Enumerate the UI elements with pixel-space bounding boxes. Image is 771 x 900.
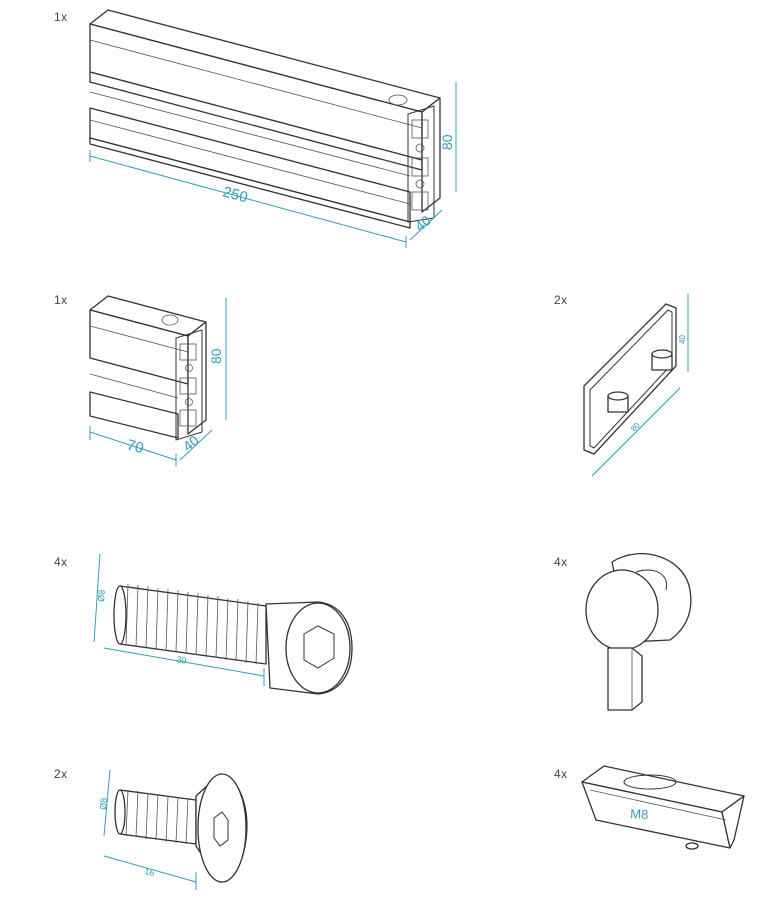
- dimension-length-70: 70: [125, 436, 146, 457]
- quantity-label-cap-screw: 4x: [54, 555, 68, 569]
- quantity-label-profile-250: 1x: [54, 10, 68, 24]
- dimension-countersunk-length-16: 16: [144, 866, 156, 878]
- dimension-screw-diameter: Ø8: [96, 589, 107, 602]
- countersunk-thread: [125, 789, 189, 845]
- quantity-label-end-cap: 2x: [554, 293, 568, 307]
- dimension-countersunk-diameter: Ø8: [98, 797, 109, 810]
- dimension-height-80-short: 80: [208, 348, 224, 364]
- dimension-cap-height-40: 40: [678, 335, 687, 344]
- dimension-length-250: 250: [221, 183, 250, 206]
- screw-thread: [113, 583, 267, 665]
- quantity-label-profile-70: 1x: [54, 293, 68, 307]
- quantity-label-connector: 4x: [554, 555, 568, 569]
- t-nut-label-m8: M8: [630, 806, 649, 822]
- dimension-height-80: 80: [439, 134, 455, 150]
- dimension-screw-length-30: 30: [176, 654, 188, 666]
- quantity-label-t-nut: 4x: [554, 767, 568, 781]
- quantity-label-countersunk-screw: 2x: [54, 767, 68, 781]
